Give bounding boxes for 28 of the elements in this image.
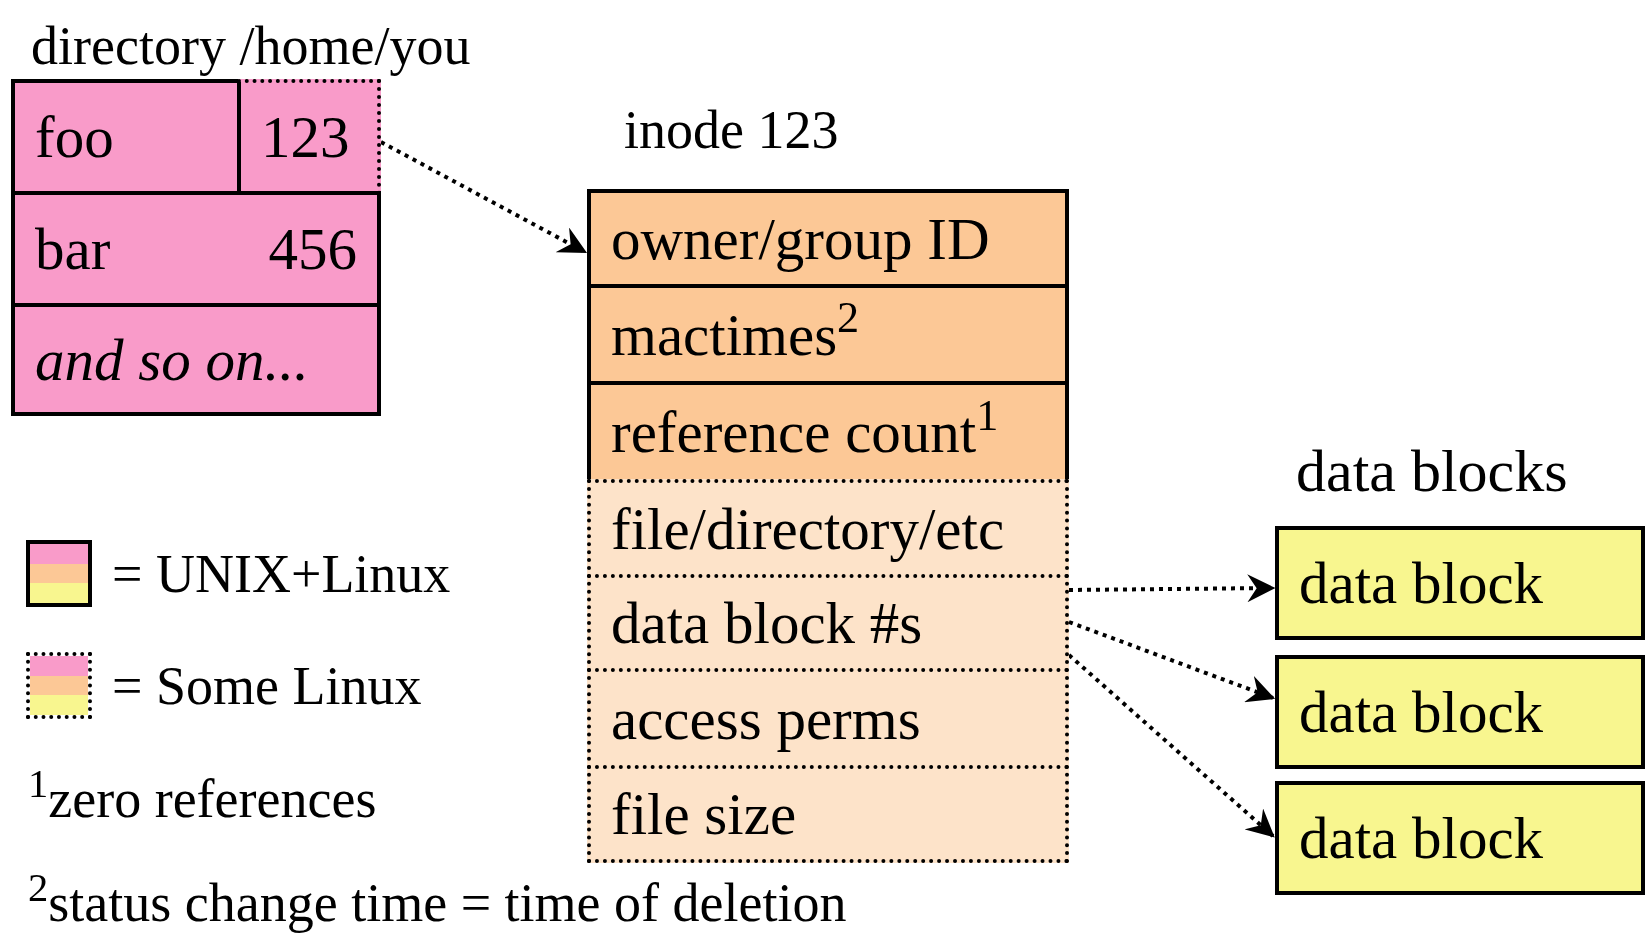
cell-text: reference count$^{1}$ [611,400,999,464]
dotted-arrow [1068,574,1276,603]
cell-text: data block [1299,806,1544,870]
data-block-box [1275,655,1645,769]
cell-text: data block [1299,680,1544,744]
legend-text: = Some Linux [112,654,422,717]
table-heading: inode 123 [624,100,839,160]
data-block-box [1275,526,1645,640]
dotted-arrow [1068,620,1276,703]
footnote: $^{1}$zero references [28,768,377,830]
cell-text: file/directory/etc [611,496,1005,561]
legend-text: = UNIX+Linux [112,542,451,605]
dotted-arrow [380,140,588,254]
cell-text: data block #s [611,591,923,655]
cell-text: bar [35,217,111,281]
cell-text: foo [35,105,114,169]
cell-text: owner/group ID [611,206,990,271]
cell-text: file size [611,782,797,846]
cell-text: 456 [268,217,357,281]
group-heading: data blocks [1296,437,1568,506]
cell-text: data block [1299,551,1544,615]
cell-text: 123 [261,105,350,169]
footnote: $^{2}$status change time = time of deletion [28,872,847,934]
cell-text: mactimes$^{2}$ [611,302,860,367]
data-block-box [1275,781,1645,895]
table-heading: directory /home/you [31,16,471,76]
cell-text: access perms [611,686,921,751]
cell-text: and so on... [35,327,309,392]
